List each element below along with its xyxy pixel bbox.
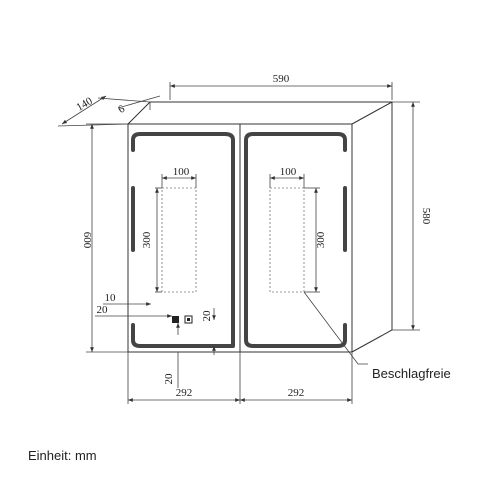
defog-zone-left — [161, 187, 197, 293]
frame-label: 6 — [116, 103, 127, 116]
offset-20-bottom-label: 20 — [163, 373, 175, 385]
dimension-height-side: 580 — [392, 101, 432, 331]
defog-left-width-label: 100 — [173, 166, 190, 178]
defog-right-width-label: 100 — [280, 166, 297, 178]
defog-right-height-label: 300 — [315, 231, 327, 248]
dimension-width-top: 590 — [169, 73, 393, 100]
height-side-label: 580 — [420, 208, 432, 225]
dimension-defog-widths: 100 100 — [161, 166, 305, 188]
door-left-width-label: 292 — [176, 387, 193, 399]
touch-switch-icons — [172, 315, 193, 324]
led-strip-left-door — [131, 132, 235, 348]
offset-20-right-label: 20 — [201, 310, 213, 322]
cabinet-outline — [127, 101, 393, 353]
dimension-defog-heights: 300 300 — [141, 187, 327, 293]
door-right-width-label: 292 — [288, 387, 305, 399]
width-label: 590 — [273, 73, 290, 85]
offset-10-label: 10 — [105, 292, 117, 304]
defog-left-height-label: 300 — [141, 231, 153, 248]
dimension-depth: 140 6 — [57, 95, 161, 127]
depth-label: 140 — [74, 95, 95, 114]
led-strip-right-door — [244, 132, 347, 348]
defog-label: Beschlagfreie — [372, 366, 451, 381]
defog-zone-right — [269, 187, 305, 293]
dimension-door-widths: 292 292 — [127, 352, 353, 404]
height-front-label: 600 — [81, 232, 93, 249]
dimension-switch-offsets: 10 20 20 20 — [95, 292, 216, 388]
unit-label: Einheit: mm — [28, 448, 97, 463]
dimension-height-front: 600 — [81, 123, 128, 353]
defog-leader-line — [303, 291, 368, 365]
offset-20-side-label: 20 — [97, 304, 109, 316]
